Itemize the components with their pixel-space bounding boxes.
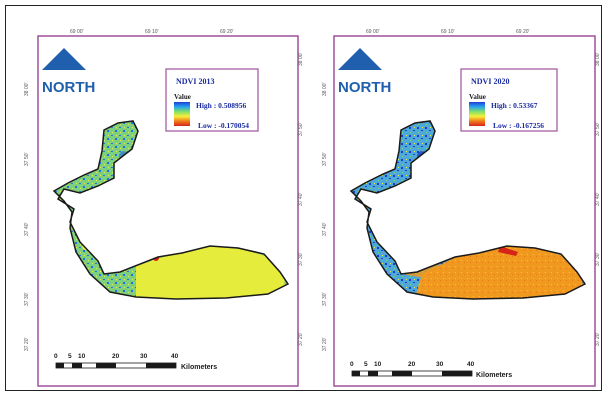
north-arrow-icon (338, 48, 382, 70)
scale-tick: 10 (374, 361, 382, 368)
svg-text:37 40': 37 40' (595, 192, 601, 206)
scale-unit: Kilometers (476, 372, 512, 379)
legend-value-label: Value (174, 93, 191, 101)
svg-text:37 50': 37 50' (322, 152, 328, 166)
graticule-right: 38 00' 37 50' 37 40' 37 30' 37 20' (298, 52, 304, 346)
legend-color-ramp (174, 102, 190, 126)
svg-text:37 50': 37 50' (24, 152, 30, 166)
scale-bar: 0 5 10 20 30 40 Kilometers (350, 361, 512, 379)
svg-text:37 50': 37 50' (595, 122, 601, 136)
legend-title: NDVI 2013 (176, 77, 214, 86)
scale-tick: 40 (467, 361, 475, 368)
graticule-left: 38 00' 37 50' 37 40' 37 30' 37 20' (24, 82, 30, 351)
svg-text:37 40': 37 40' (298, 192, 304, 206)
scale-unit: Kilometers (181, 364, 217, 371)
svg-text:37 20': 37 20' (298, 332, 304, 346)
svg-text:37 20': 37 20' (322, 337, 328, 351)
scale-tick: 30 (140, 353, 148, 360)
scale-tick: 5 (68, 353, 72, 360)
svg-text:69 10': 69 10' (145, 29, 159, 35)
svg-text:69 20': 69 20' (516, 29, 530, 35)
map-svg-2013: 69 00' 69 10' 69 20' 69 00' 69 10' 69 20' 38… (24, 29, 304, 387)
scale-tick: 20 (408, 361, 416, 368)
figure: 69 00' 69 10' 69 20' 69 00' 69 10' 69 20' 38… (5, 5, 602, 391)
svg-text:38 00': 38 00' (322, 82, 328, 96)
north-label: NORTH (338, 79, 391, 96)
svg-text:38 00': 38 00' (24, 82, 30, 96)
svg-text:37 20': 37 20' (24, 337, 30, 351)
scale-tick: 0 (54, 353, 58, 360)
legend-low-label: Low : -0.170054 (198, 121, 249, 130)
map-panel-2020: 69 00' 69 10' 69 20' 69 00' 69 10' 69 20' 38… (304, 6, 603, 392)
map-frame (37, 35, 299, 387)
scale-bar: 0 5 10 20 30 40 Kilometers (54, 353, 217, 371)
svg-text:37 50': 37 50' (298, 122, 304, 136)
legend-high-label: High : 0.508956 (196, 101, 246, 110)
graticule-top: 69 00' 69 10' 69 20' (70, 29, 234, 35)
svg-text:37 30': 37 30' (24, 292, 30, 306)
graticule-top: 69 00' 69 10' 69 20' (366, 29, 530, 35)
scale-tick: 5 (364, 361, 368, 368)
svg-text:38 00': 38 00' (298, 52, 304, 66)
svg-text:69 00': 69 00' (70, 29, 84, 35)
scale-tick: 0 (350, 361, 354, 368)
graticule-left: 38 00' 37 50' 37 40' 37 30' 37 20' (322, 82, 328, 351)
map-panel-2013: 69 00' 69 10' 69 20' 69 00' 69 10' 69 20' 38… (6, 6, 304, 392)
north-label: NORTH (42, 79, 95, 96)
scale-tick: 30 (436, 361, 444, 368)
svg-text:37 30': 37 30' (322, 292, 328, 306)
svg-text:37 40': 37 40' (322, 222, 328, 236)
ndvi-raster-2013 (54, 121, 288, 299)
legend-color-ramp (469, 102, 485, 126)
southeast-zone (136, 246, 286, 299)
map-frame (333, 35, 596, 387)
southeast-zone (414, 246, 584, 299)
scale-tick: 10 (78, 353, 86, 360)
svg-text:69 20': 69 20' (220, 29, 234, 35)
svg-text:37 30': 37 30' (298, 252, 304, 266)
svg-text:37 40': 37 40' (24, 222, 30, 236)
svg-text:69 00': 69 00' (366, 29, 380, 35)
legend-value-label: Value (469, 93, 486, 101)
ndvi-raster-2020 (351, 121, 585, 299)
legend-title: NDVI 2020 (471, 77, 509, 86)
map-svg-2020: 69 00' 69 10' 69 20' 69 00' 69 10' 69 20' 38… (322, 29, 601, 387)
north-arrow-icon (42, 48, 86, 70)
svg-text:37 20': 37 20' (595, 332, 601, 346)
graticule-right: 38 00' 37 50' 37 40' 37 30' 37 20' (595, 52, 601, 346)
svg-text:38 00': 38 00' (595, 52, 601, 66)
scale-tick: 40 (171, 353, 179, 360)
legend-low-label: Low : -0.167256 (493, 121, 544, 130)
svg-text:37 30': 37 30' (595, 252, 601, 266)
legend-high-label: High : 0.53367 (491, 101, 538, 110)
svg-text:69 10': 69 10' (441, 29, 455, 35)
scale-tick: 20 (112, 353, 120, 360)
